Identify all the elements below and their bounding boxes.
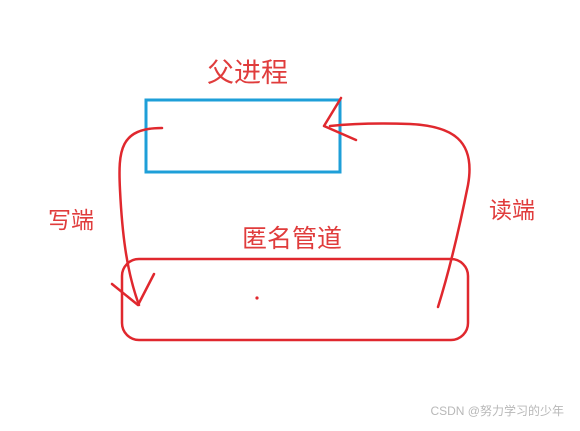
anonymous-pipe-box	[120, 257, 470, 342]
write-end-arrowhead	[110, 272, 156, 307]
read-end-arrowhead	[322, 96, 358, 142]
write-end-label: 写端	[48, 208, 94, 234]
anonymous-pipe-label: 匿名管道	[242, 224, 343, 253]
parent-process-box	[144, 98, 342, 174]
read-end-label: 读端	[489, 198, 535, 224]
parent-process-label: 父进程	[207, 58, 288, 89]
pipe-dot	[255, 296, 259, 300]
watermark: CSDN @努力学习的少年	[430, 404, 564, 418]
read-end-arrow-line	[328, 122, 471, 309]
write-end-arrow-line	[118, 126, 164, 307]
